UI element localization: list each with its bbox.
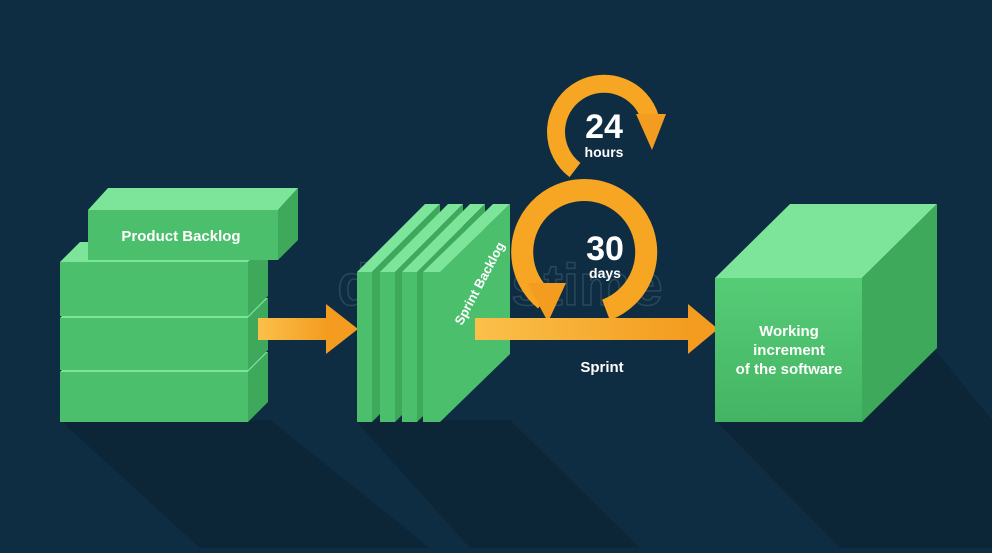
daily-loop-arrowhead bbox=[636, 114, 666, 150]
sheet-4-front: Sprint Backlog bbox=[423, 204, 510, 422]
product-backlog-label: Product Backlog bbox=[121, 228, 240, 245]
sprint-backlog-sheets: Sprint Backlog bbox=[357, 204, 510, 422]
increment-label-line1: Working bbox=[759, 323, 819, 340]
daily-duration-number: 24 bbox=[585, 108, 623, 146]
sprint-cycle-loop: 30 days bbox=[511, 179, 658, 322]
sprint-duration-number: 30 bbox=[586, 230, 624, 268]
backlog-block-1-top: Product Backlog bbox=[88, 188, 298, 260]
sprint-duration-unit: days bbox=[589, 265, 621, 281]
increment-label-line3: of the software bbox=[736, 361, 843, 378]
daily-duration-unit: hours bbox=[585, 144, 624, 160]
arrow-to-sprint-backlog bbox=[258, 304, 358, 354]
daily-cycle-loop: 24 hours bbox=[547, 74, 666, 178]
product-backlog-stack: Product Backlog bbox=[60, 188, 298, 422]
sprint-loop-arrowhead bbox=[527, 283, 566, 322]
sprint-arrow: Sprint bbox=[475, 304, 718, 376]
increment-label-line2: increment bbox=[753, 342, 825, 359]
working-increment-cube: Working increment of the software bbox=[715, 204, 937, 422]
sprint-label: Sprint bbox=[580, 359, 623, 376]
